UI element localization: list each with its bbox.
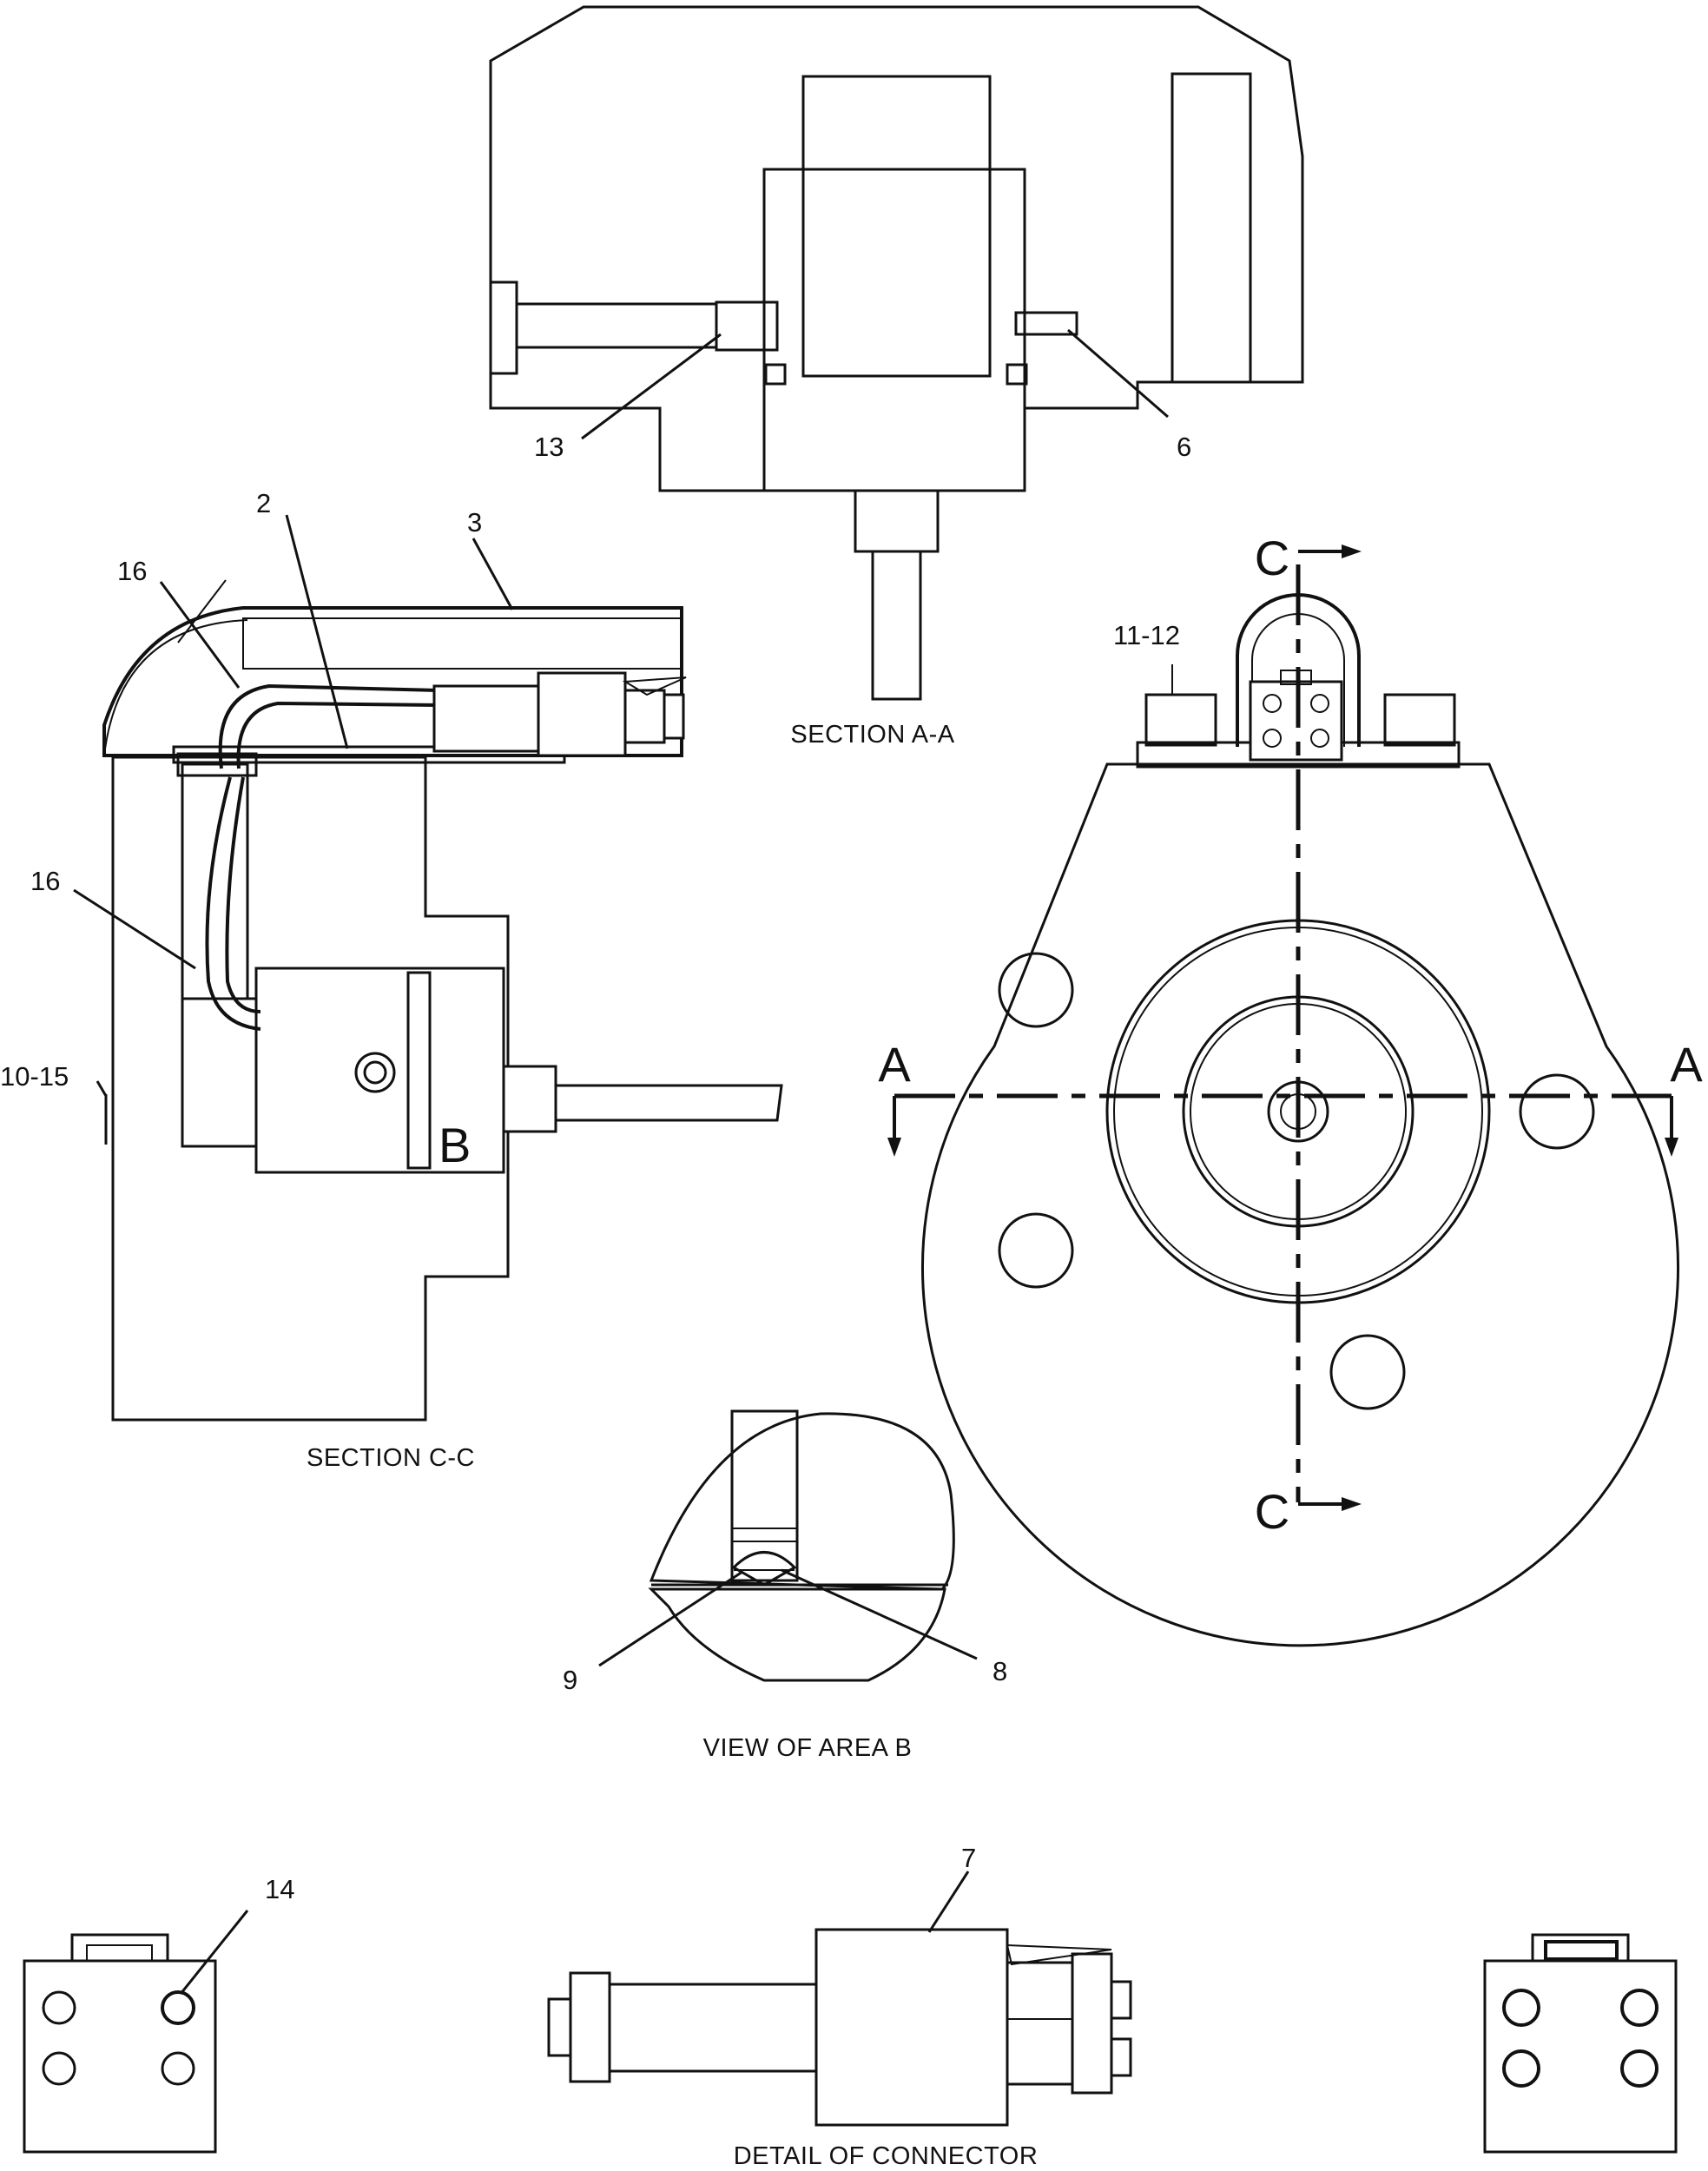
pin-right-4 <box>1620 2049 1659 2088</box>
plan-view: A A C C 11-12 <box>878 531 1703 1647</box>
bolt-hole-3 <box>998 1212 1074 1289</box>
pin-right-2 <box>1620 1989 1659 2027</box>
title-section-c-c: SECTION C-C <box>307 1444 475 1472</box>
seal-8 <box>731 1551 797 1587</box>
bolt-hole-2 <box>1519 1073 1595 1150</box>
sensor-wall-b <box>730 1409 799 1582</box>
section-a-a-view: 13 6 SECTION A-A <box>489 5 1304 749</box>
housing-body-c <box>111 756 510 1422</box>
section-mark-a-left: A <box>878 1037 911 1092</box>
callout-6: 6 <box>1177 432 1191 462</box>
connector-side <box>547 1928 1132 2127</box>
section-mark-c-bottom: C <box>1255 1484 1289 1539</box>
section-mark-a-right: A <box>1670 1037 1703 1092</box>
callout-14: 14 <box>265 1874 294 1904</box>
pin-right-3 <box>1502 2049 1540 2088</box>
sensor-body-c <box>254 967 505 1174</box>
cable-a <box>871 550 922 701</box>
section-mark-c-top: C <box>1255 531 1289 585</box>
bolt-hole-4 <box>1329 1334 1406 1410</box>
callout-2: 2 <box>256 488 271 518</box>
pin-socket-left-1 <box>42 1990 76 2025</box>
plug-13-a <box>715 300 779 352</box>
detail-of-connector: 14 7 DETAIL OF CONNECTOR <box>23 1843 1678 2170</box>
title-view-area-b: VIEW OF AREA B <box>703 1734 913 1762</box>
bolt-hole-1 <box>998 952 1074 1028</box>
callout-8: 8 <box>992 1656 1007 1686</box>
area-b-marker: B <box>439 1118 471 1172</box>
title-section-a-a: SECTION A-A <box>790 721 954 749</box>
set-screw-c <box>354 1052 396 1093</box>
connector-c <box>432 684 540 753</box>
pin-socket-left-4 <box>161 2051 195 2086</box>
pin-socket-left-2 <box>161 1990 195 2025</box>
housing-body-a <box>489 5 1304 492</box>
callout-13: 13 <box>534 432 564 462</box>
callout-10-15: 10-15 <box>0 1061 69 1092</box>
flange-outline <box>921 762 1679 1647</box>
housing-flange-a <box>1171 72 1252 384</box>
pin-right-1 <box>1502 1989 1540 2027</box>
bolt-11-12-right <box>1383 693 1456 747</box>
callout-7: 7 <box>961 1843 976 1873</box>
cross-bore-a <box>515 302 718 349</box>
pin-6-a <box>1014 311 1078 336</box>
connector-face-right <box>1483 1959 1678 2154</box>
sensor-bore-a <box>801 75 992 378</box>
callout-9: 9 <box>563 1665 577 1695</box>
title-detail-of-connector: DETAIL OF CONNECTOR <box>734 2142 1039 2170</box>
callout-11-12: 11-12 <box>1113 620 1180 650</box>
cover-3-c <box>102 606 683 757</box>
callout-16-side: 16 <box>30 866 60 896</box>
cable-gland-a <box>854 489 940 553</box>
bolt-11-12-left <box>1144 693 1217 747</box>
callout-3: 3 <box>467 507 482 538</box>
pin-socket-left-3 <box>42 2051 76 2086</box>
cable-c <box>554 1084 783 1122</box>
view-area-b: 9 8 VIEW OF AREA B <box>563 1409 1007 1762</box>
callout-16-top: 16 <box>117 556 147 586</box>
section-c-c-view: 2 3 16 16 10-15 B SECTION C-C <box>0 488 783 1472</box>
